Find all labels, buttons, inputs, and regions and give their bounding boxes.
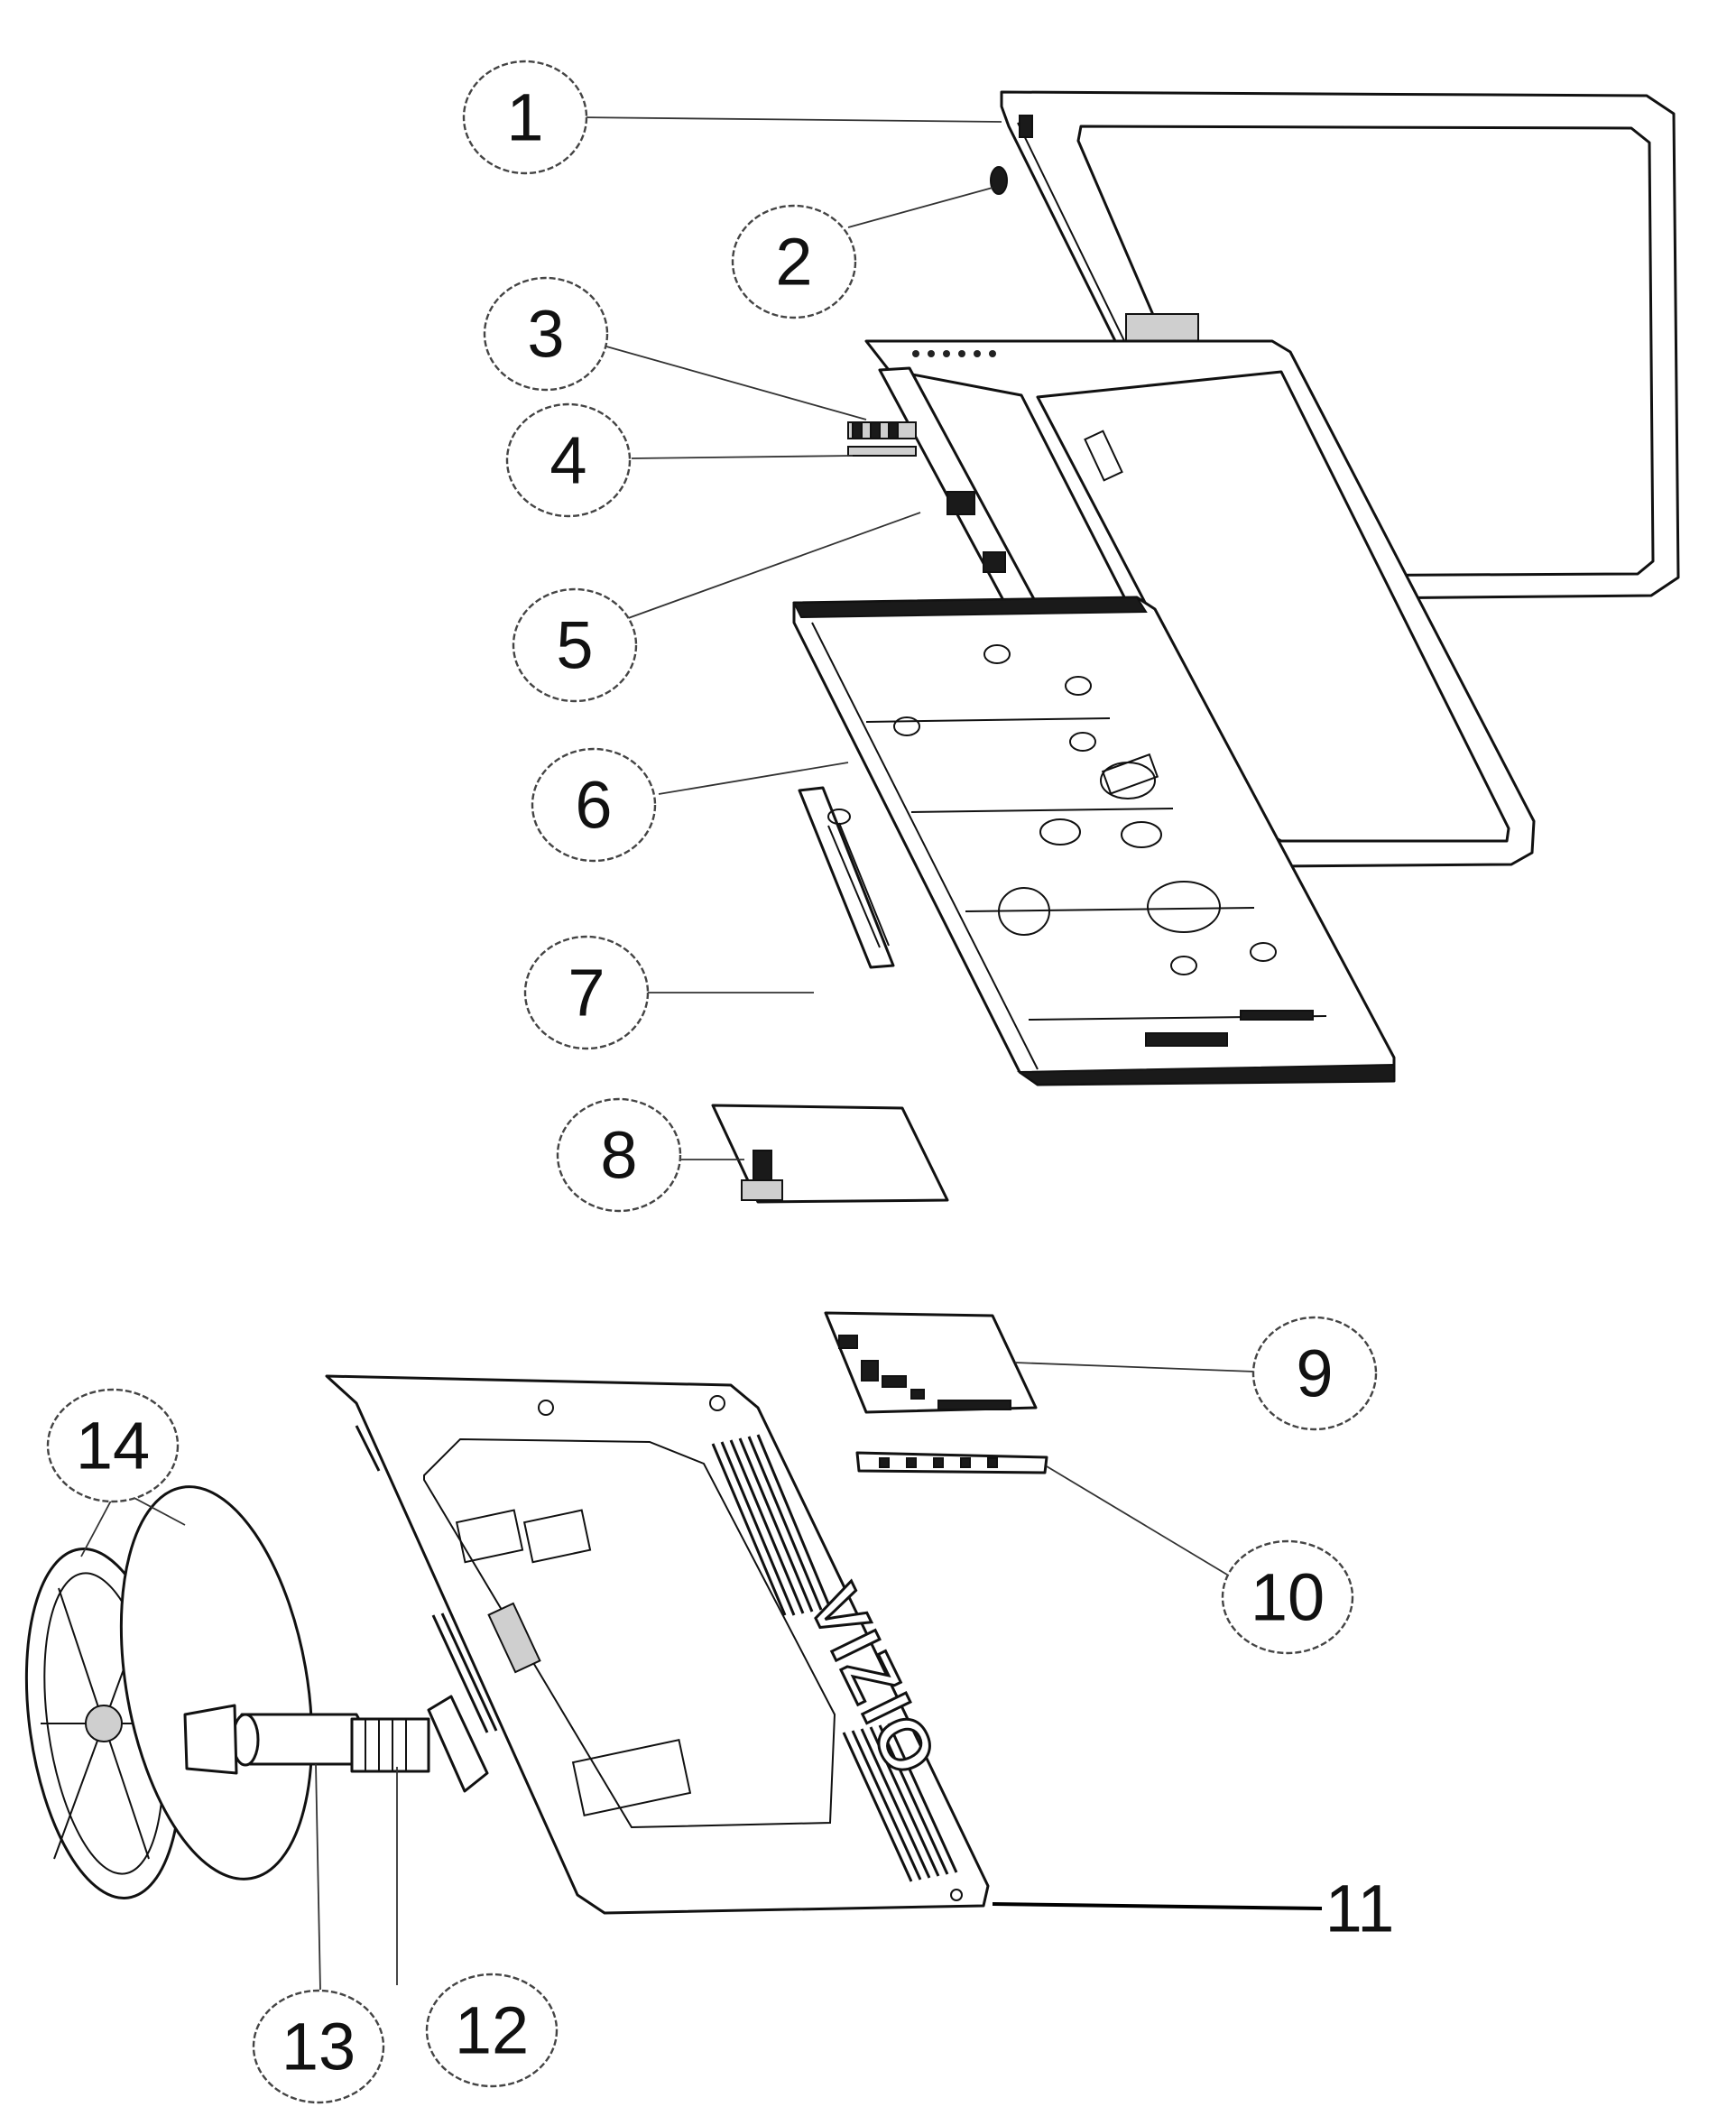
svg-text:1: 1 — [506, 80, 543, 155]
callout-13: 13 — [252, 1989, 385, 2104]
callout-10: 10 — [1221, 1539, 1354, 1655]
svg-text:10: 10 — [1251, 1560, 1325, 1635]
callout-5: 5 — [512, 587, 638, 703]
part-power-key — [990, 166, 1008, 195]
svg-text:2: 2 — [775, 225, 812, 300]
part-power-board — [711, 1104, 949, 1204]
svg-text:8: 8 — [600, 1118, 637, 1193]
part-side-board — [855, 1451, 1048, 1474]
callout-1: 1 — [462, 60, 588, 175]
callout-3: 3 — [483, 276, 609, 392]
frame-button-row — [912, 350, 996, 357]
svg-text:3: 3 — [527, 297, 564, 372]
svg-text:14: 14 — [76, 1409, 150, 1483]
callout-4: 4 — [505, 402, 632, 518]
rear-vent-lower — [842, 1723, 958, 1882]
part-stand — [24, 1485, 489, 1899]
callout-2: 2 — [731, 204, 857, 319]
stand-hinge — [350, 1695, 489, 1793]
svg-text:11: 11 — [1325, 1871, 1395, 1946]
part-key-board-assembly — [847, 366, 1048, 629]
callout-6: 6 — [531, 747, 657, 863]
stand-base-cover — [119, 1485, 314, 1881]
callout-14: 14 — [46, 1388, 180, 1503]
callout-8: 8 — [556, 1097, 682, 1213]
callout-9: 9 — [1251, 1316, 1378, 1431]
part-main-board — [824, 1311, 1038, 1414]
svg-text:9: 9 — [1296, 1336, 1333, 1411]
svg-text:12: 12 — [455, 1993, 529, 2068]
part-bracket-plate — [798, 786, 895, 969]
rear-vent-left — [355, 1425, 498, 1733]
callout-11: 11 — [1325, 1871, 1395, 1946]
svg-text:7: 7 — [568, 956, 605, 1030]
leader-lines — [80, 116, 1323, 1991]
part-chassis — [792, 596, 1396, 1086]
callout-7: 7 — [523, 935, 650, 1050]
svg-text:13: 13 — [282, 2010, 356, 2084]
part-middle-frame — [864, 339, 1536, 868]
svg-text:5: 5 — [556, 608, 593, 683]
rear-vent-upper — [711, 1434, 832, 1616]
svg-text:6: 6 — [575, 768, 612, 843]
svg-text:4: 4 — [549, 423, 586, 498]
callout-12: 12 — [425, 1973, 559, 2088]
